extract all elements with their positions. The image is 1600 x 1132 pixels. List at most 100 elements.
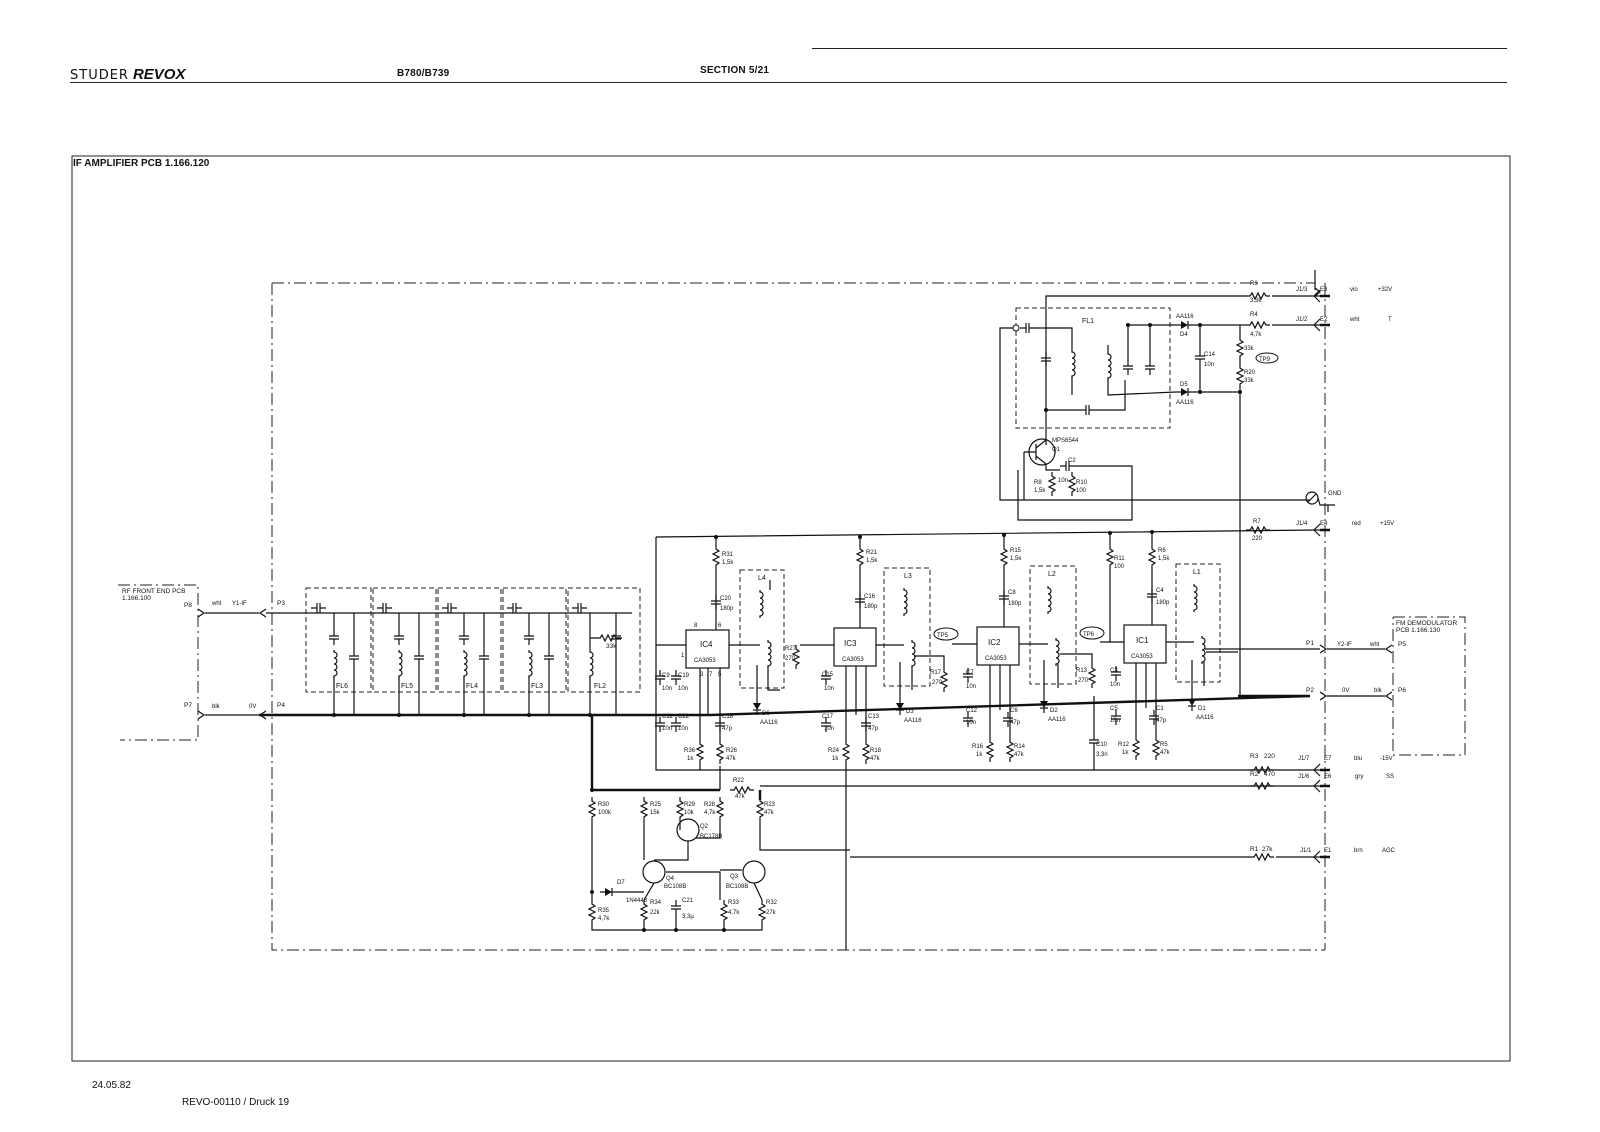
svg-text:D6: D6 xyxy=(762,711,770,717)
model-number: B780/B739 xyxy=(397,68,450,79)
header-rule-top xyxy=(812,48,1507,49)
svg-text:10n: 10n xyxy=(1204,362,1214,368)
svg-text:27k: 27k xyxy=(1262,846,1273,853)
svg-text:D3: D3 xyxy=(906,709,914,715)
svg-text:E3: E3 xyxy=(1320,287,1328,293)
svg-text:red: red xyxy=(1352,521,1361,527)
svg-text:33k: 33k xyxy=(606,643,617,650)
svg-text:10n: 10n xyxy=(1110,718,1120,724)
svg-text:CA3053: CA3053 xyxy=(694,658,716,664)
print-date: 24.05.82 xyxy=(92,1080,131,1091)
svg-text:1.166.100: 1.166.100 xyxy=(122,595,151,602)
svg-text:C11: C11 xyxy=(662,714,673,720)
svg-text:R32: R32 xyxy=(766,900,778,906)
svg-text:47p: 47p xyxy=(1156,718,1167,724)
fl1-discriminator: FL1 AA116 D4 D5 AA116 C14 10n 33k R20 33… xyxy=(999,281,1320,696)
svg-text:C5: C5 xyxy=(1110,706,1118,712)
svg-text:AA116: AA116 xyxy=(1196,715,1214,721)
svg-text:C2: C2 xyxy=(1068,458,1076,464)
svg-text:J1/7: J1/7 xyxy=(1298,756,1310,762)
svg-text:C7: C7 xyxy=(966,670,974,676)
svg-text:7: 7 xyxy=(709,672,713,678)
svg-text:AGC: AGC xyxy=(1382,848,1396,854)
svg-text:4,7k: 4,7k xyxy=(728,910,740,916)
svg-text:1N4448: 1N4448 xyxy=(626,898,648,904)
svg-text:270: 270 xyxy=(785,656,796,662)
svg-text:+15V: +15V xyxy=(1380,521,1394,527)
svg-text:AA116: AA116 xyxy=(1176,400,1194,406)
svg-text:C10: C10 xyxy=(1096,742,1108,748)
svg-text:15k: 15k xyxy=(650,810,661,816)
svg-text:47k: 47k xyxy=(735,794,746,800)
svg-text:IC4: IC4 xyxy=(700,640,713,649)
svg-text:CA3053: CA3053 xyxy=(985,656,1007,662)
svg-text:1k: 1k xyxy=(976,752,983,758)
drawing-frame xyxy=(71,155,1511,1062)
ic1 xyxy=(1123,624,1167,664)
svg-text:4,7k: 4,7k xyxy=(704,810,716,816)
svg-text:180p: 180p xyxy=(720,606,734,612)
svg-text:5: 5 xyxy=(718,672,722,678)
svg-text:wht: wht xyxy=(211,601,222,607)
svg-text:E7: E7 xyxy=(1324,756,1332,762)
ground-symbol: GND xyxy=(1305,491,1342,512)
svg-text:8: 8 xyxy=(694,623,698,629)
pcb-outline xyxy=(271,282,1326,951)
document-reference: REVO-00110 / Druck 19 xyxy=(182,1097,290,1108)
svg-text:E2: E2 xyxy=(1320,317,1328,323)
svg-text:220: 220 xyxy=(1252,536,1263,542)
svg-text:P1: P1 xyxy=(1306,640,1314,647)
svg-text:BC178B: BC178B xyxy=(700,834,722,840)
svg-text:P7: P7 xyxy=(184,702,192,709)
svg-text:270: 270 xyxy=(1078,678,1089,684)
svg-text:AA116: AA116 xyxy=(904,718,922,724)
svg-text:10n: 10n xyxy=(1058,478,1068,484)
svg-text:1k: 1k xyxy=(832,756,839,762)
svg-text:C21: C21 xyxy=(682,898,694,904)
svg-text:IC2: IC2 xyxy=(988,638,1001,647)
svg-text:100: 100 xyxy=(1076,488,1087,494)
svg-text:10n: 10n xyxy=(824,726,834,732)
svg-text:C8: C8 xyxy=(1008,590,1016,596)
svg-text:R29: R29 xyxy=(684,802,696,808)
svg-text:P4: P4 xyxy=(277,702,285,709)
svg-text:R4: R4 xyxy=(1250,312,1258,318)
svg-text:blk: blk xyxy=(212,704,221,710)
rf-front-end-connector: RF FRONT END PCB 1.166.100 P8 P7 wht blk… xyxy=(118,584,285,741)
svg-text:R14: R14 xyxy=(1014,744,1026,750)
svg-text:C22: C22 xyxy=(678,714,690,720)
svg-text:1,5k: 1,5k xyxy=(866,558,878,564)
svg-text:10n: 10n xyxy=(662,686,672,692)
svg-text:220: 220 xyxy=(1264,753,1275,760)
svg-text:R30: R30 xyxy=(598,802,610,808)
svg-text:CA3053: CA3053 xyxy=(842,657,864,663)
svg-text:C16: C16 xyxy=(864,594,876,600)
svg-text:R6: R6 xyxy=(1250,281,1258,287)
svg-text:47p: 47p xyxy=(722,726,733,732)
svg-text:R5: R5 xyxy=(1160,742,1168,748)
svg-text:C3: C3 xyxy=(1110,668,1118,674)
svg-text:R18: R18 xyxy=(870,748,882,754)
svg-text:1,5k: 1,5k xyxy=(722,560,734,566)
svg-text:wht: wht xyxy=(1369,642,1380,648)
q1-transistor: MPS6544 Q1 C2 10n R8 1,5k R10 100 xyxy=(1017,438,1133,521)
svg-text:P8: P8 xyxy=(184,602,192,609)
svg-text:GND: GND xyxy=(1328,491,1342,497)
svg-text:1,5k: 1,5k xyxy=(1034,488,1046,494)
svg-text:R3: R3 xyxy=(1250,753,1259,760)
svg-text:-15V: -15V xyxy=(1380,756,1393,762)
svg-text:47k: 47k xyxy=(726,756,737,762)
svg-text:R22: R22 xyxy=(733,778,745,784)
svg-text:gry: gry xyxy=(1355,774,1363,780)
amplifier-stages: IC4 CA3053 L4 R31 1,5k C20 180p R27 270 … xyxy=(654,530,1238,950)
svg-text:FL1: FL1 xyxy=(1082,318,1094,325)
svg-text:E4: E4 xyxy=(1320,521,1328,527)
svg-text:P2: P2 xyxy=(1306,687,1314,694)
svg-text:R21: R21 xyxy=(866,550,878,556)
svg-text:R16: R16 xyxy=(972,744,984,750)
svg-text:D1: D1 xyxy=(1198,706,1206,712)
svg-text:E1: E1 xyxy=(1324,848,1332,854)
svg-text:R36: R36 xyxy=(684,748,696,754)
